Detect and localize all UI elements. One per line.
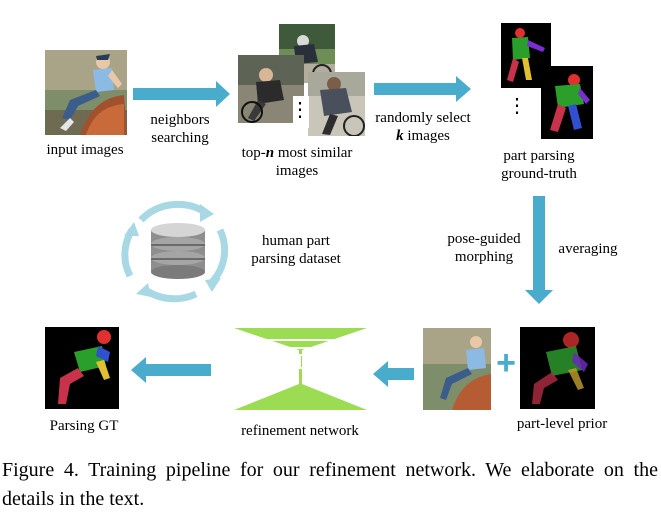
label-human-part-dataset: human part parsing dataset bbox=[236, 232, 356, 268]
label-human-part-line1: human part bbox=[262, 233, 330, 249]
arrow-down bbox=[525, 196, 553, 304]
label-parsing-gt: Parsing GT bbox=[49, 418, 119, 434]
similar-image-1 bbox=[238, 55, 304, 123]
label-neighbors-searching: neighbors searching bbox=[128, 111, 232, 147]
refinement-network-shape bbox=[234, 328, 367, 410]
label-randomly-select: randomly select k images bbox=[362, 109, 484, 145]
arrow-to-gt bbox=[131, 357, 211, 383]
label-top-var: n bbox=[265, 145, 275, 161]
label-top-prefix: top- bbox=[241, 145, 266, 161]
label-averaging: averaging bbox=[558, 241, 618, 257]
label-neighbors-line1: neighbors bbox=[150, 112, 210, 128]
dataset-cycle-heads bbox=[124, 204, 221, 297]
arrow-to-network bbox=[373, 361, 414, 387]
label-pose-guided-line1: pose-guided bbox=[447, 231, 521, 247]
label-top-line2: images bbox=[275, 163, 319, 179]
input-image-2 bbox=[423, 328, 491, 410]
gt-parsing-2 bbox=[541, 66, 593, 139]
label-part-parsing-gt: part parsing ground-truth bbox=[476, 147, 602, 183]
label-k-var: k bbox=[396, 128, 404, 144]
parsing-gt-image bbox=[45, 327, 119, 409]
label-randomly-line1: randomly select bbox=[375, 110, 471, 126]
label-part-parsing-line1: part parsing bbox=[503, 148, 575, 164]
label-pose-guided-line2: morphing bbox=[454, 249, 514, 265]
ellipsis-card-1 bbox=[293, 96, 309, 128]
ellipsis-2: ⋮ bbox=[507, 95, 527, 117]
label-part-parsing-line2: ground-truth bbox=[501, 166, 577, 182]
input-image bbox=[45, 50, 127, 135]
label-neighbors-line2: searching bbox=[151, 130, 209, 146]
similar-image-2 bbox=[308, 72, 365, 136]
part-level-prior-image bbox=[520, 327, 595, 409]
arrow-neighbors bbox=[133, 81, 230, 107]
database-icon bbox=[151, 223, 205, 279]
ellipsis-1: ⋮ bbox=[290, 99, 310, 121]
figure-caption: Figure 4. Training pipeline for our refi… bbox=[2, 459, 658, 510]
ellipsis-card-2 bbox=[511, 92, 525, 122]
label-pose-guided: pose-guided morphing bbox=[436, 230, 532, 266]
label-k-suffix: images bbox=[403, 128, 450, 144]
label-human-part-line2: parsing dataset bbox=[251, 251, 341, 267]
label-refinement-network: refinement network bbox=[241, 423, 359, 439]
plus-sign: + bbox=[496, 344, 516, 382]
label-input-images: input images bbox=[46, 142, 124, 158]
label-part-level-prior: part-level prior bbox=[516, 416, 608, 432]
arrow-randomly-select bbox=[374, 76, 471, 102]
label-top-n: top-n most similar images bbox=[222, 144, 372, 180]
label-top-suffix: most similar bbox=[274, 145, 353, 161]
